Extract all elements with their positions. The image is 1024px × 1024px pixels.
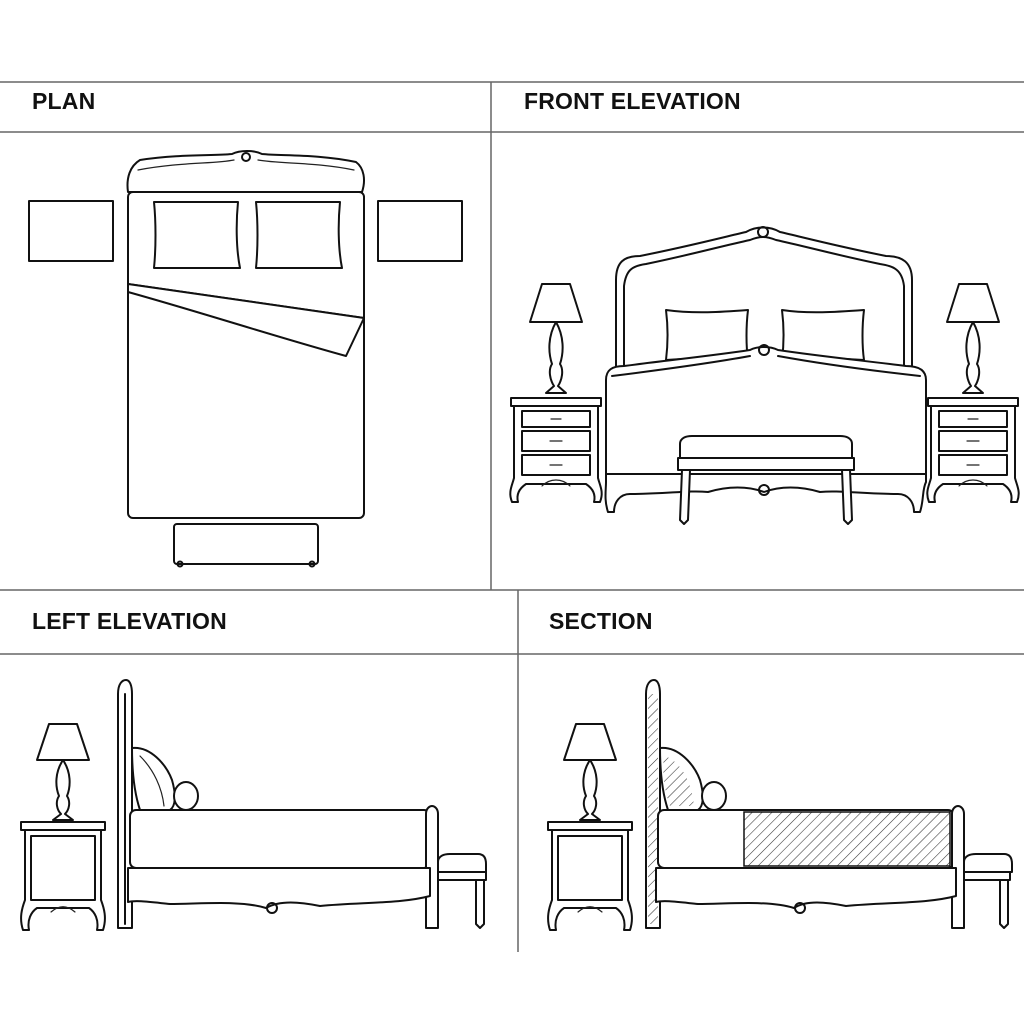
panel-frames	[0, 82, 1024, 952]
left-nightstand	[20, 723, 106, 931]
front-nightstand-left	[509, 283, 603, 503]
front-nightstand-right	[926, 283, 1020, 503]
plan-nightstand-left	[29, 201, 113, 261]
left-elevation-title: LEFT ELEVATION	[32, 608, 227, 634]
left-elevation-drawing	[20, 680, 486, 931]
section-footboard	[952, 806, 964, 928]
left-pillow-large	[132, 748, 175, 810]
plan-pillow-left	[154, 202, 240, 268]
front-bench-seat	[680, 436, 852, 458]
plan-nightstand-right	[378, 201, 462, 261]
front-elevation-drawing	[509, 227, 1020, 524]
section-nightstand	[547, 723, 633, 931]
left-bench	[438, 854, 486, 872]
left-pillow-small	[174, 782, 198, 810]
section-title: SECTION	[549, 608, 653, 634]
plan-pillow-right	[256, 202, 342, 268]
left-mattress	[130, 810, 430, 868]
plan-title: PLAN	[32, 88, 96, 114]
front-elevation-title: FRONT ELEVATION	[524, 88, 741, 114]
section-bench	[964, 854, 1012, 872]
section-mattress-cut	[744, 812, 950, 866]
plan-bench	[174, 524, 318, 564]
left-side-rail	[128, 868, 430, 908]
plan-drawing	[29, 151, 462, 567]
plan-mattress	[128, 192, 364, 518]
section-drawing	[547, 680, 1012, 931]
plan-sheet-fold	[128, 284, 364, 356]
plan-headboard	[128, 151, 365, 192]
section-side-rail	[656, 868, 956, 908]
left-footboard	[426, 806, 438, 928]
section-pillow-small	[702, 782, 726, 810]
